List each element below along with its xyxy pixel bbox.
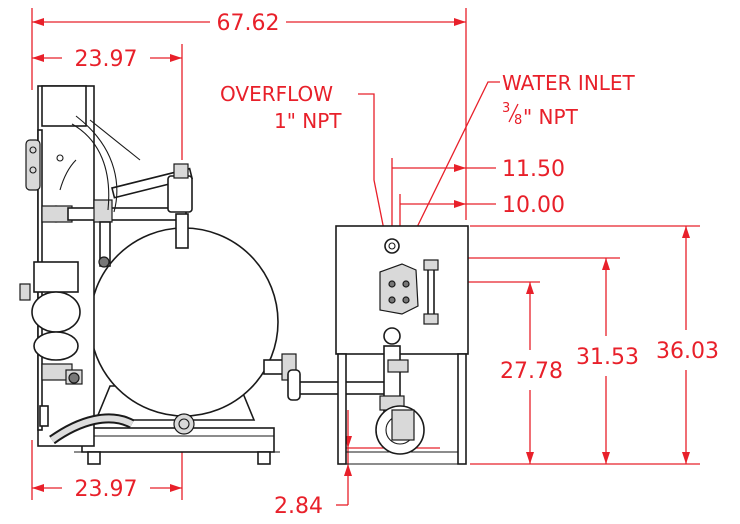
connecting-pipe (287, 369, 387, 401)
pump-body (33, 261, 79, 293)
inlet-size-label: " NPT (523, 105, 579, 129)
overflow-port (384, 238, 400, 254)
dim-height-31: 31.53 (576, 345, 639, 370)
drain-fitting (173, 413, 195, 435)
dim-overflow-offset: 10.00 (502, 193, 565, 218)
inlet-fraction-denominator: 8 (514, 113, 522, 128)
overflow-label: OVERFLOW (220, 82, 333, 106)
inlet-plate (379, 263, 419, 315)
dim-left-width-top: 23.97 (75, 47, 138, 72)
dim-overall-width: 67.62 (217, 11, 280, 36)
water-inlet-label: WATER INLET (502, 71, 636, 95)
inlet-fraction-numerator: 3 (502, 101, 510, 116)
dim-height-27: 27.78 (500, 359, 563, 384)
dim-height-36: 36.03 (656, 339, 719, 364)
condensate-tank-unit (335, 225, 469, 465)
dim-inlet-offset: 11.50 (502, 157, 565, 182)
overflow-size-label: 1" NPT (274, 109, 342, 133)
tank-end (89, 227, 279, 417)
dim-left-width-bottom: 23.97 (75, 477, 138, 502)
boiler-unit (19, 85, 297, 465)
dimension-texts: 67.62 23.97 23.97 11.50 10.00 36.03 31.5… (75, 11, 719, 519)
dim-base-offset: 2.84 (274, 494, 323, 519)
